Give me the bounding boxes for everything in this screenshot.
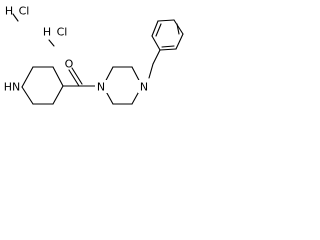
piperidine-bond [21, 66, 34, 88]
piperidine-bond [21, 86, 34, 105]
piperidine-bond [52, 66, 64, 87]
hcl-salt-2: H Cl [43, 26, 68, 47]
piperazine-n1-label: N [97, 81, 105, 94]
piperidine-nh-label: HN [4, 81, 21, 94]
piperazine-n1-background [95, 80, 108, 93]
benzene-bond [157, 19, 175, 22]
benzene-bond [151, 20, 159, 37]
piperazine-ring: N N [95, 66, 151, 105]
benzene-double-bond [155, 23, 162, 37]
hcl-salt-1: H Cl [5, 5, 30, 22]
benzyl-ch2-bond [148, 63, 154, 79]
piperidine-nh-background [3, 80, 20, 93]
hcl-2-hydrogen: H [43, 26, 51, 39]
benzene-bond [173, 19, 184, 35]
carbonyl-double-bond [68, 69, 80, 87]
benzene-bond [175, 33, 184, 50]
piperidine-bond [52, 85, 64, 105]
benzyl-group [148, 19, 184, 79]
benzene-double-bond [161, 45, 175, 48]
piperazine-n4-label: N [140, 81, 148, 94]
hcl-1-bond [12, 13, 19, 22]
piperazine-n4-background [138, 80, 151, 93]
hcl-1-hydrogen: H [5, 5, 13, 18]
hcl-2-bond [48, 39, 55, 47]
carbonyl-oxygen-label: O [65, 58, 74, 71]
carbonyl-double-bond [71, 67, 83, 85]
benzyl-ring-bond [152, 49, 161, 65]
benzene-bond [159, 48, 177, 51]
benzene-bond [151, 35, 161, 51]
hcl-1-chlorine: Cl [19, 5, 30, 18]
hcl-2-chlorine: Cl [57, 26, 68, 39]
benzene-double-bond [176, 23, 180, 35]
molecule-structure-diagram: H Cl H Cl HN O N N [3, 5, 184, 105]
carbonyl-group: O [62, 58, 96, 87]
piperidine-ring: HN [3, 66, 64, 105]
